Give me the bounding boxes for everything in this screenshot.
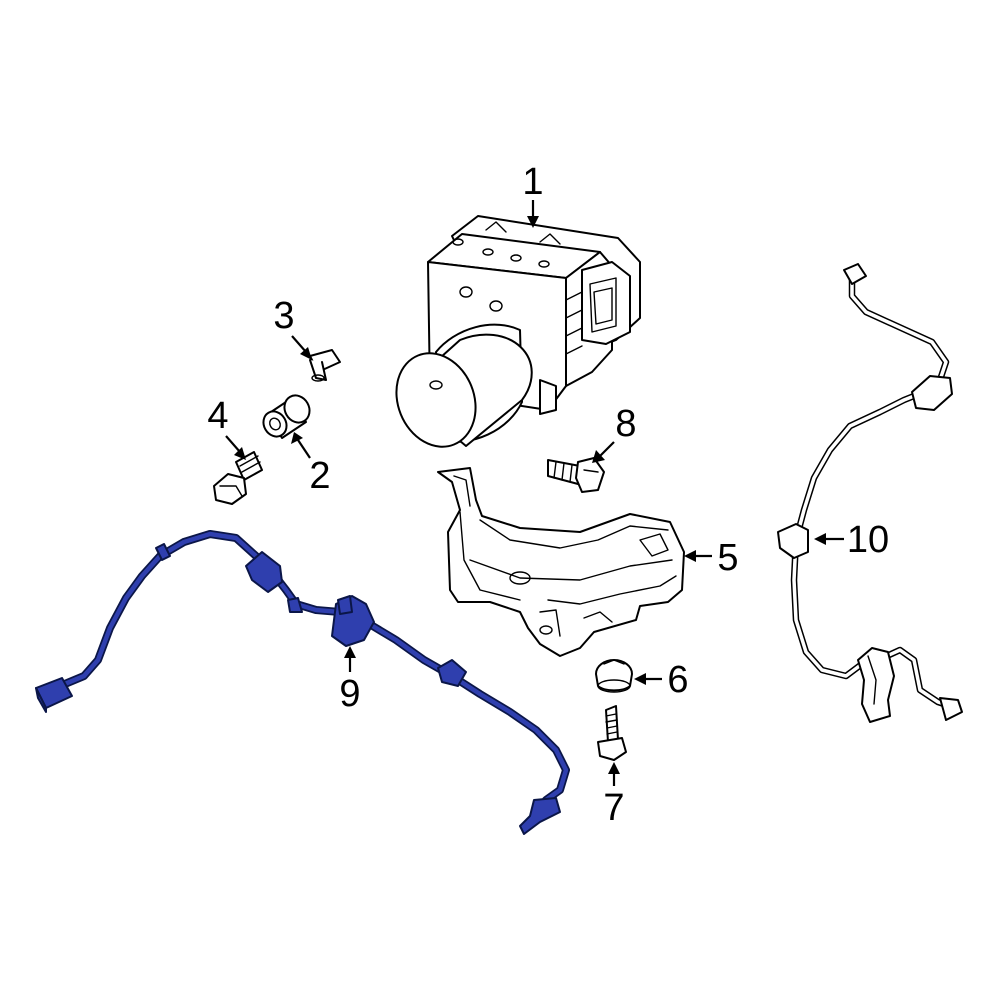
harness-grommet: [245, 551, 283, 593]
wheel-speed-sensor-harness-part-9[interactable]: [35, 530, 570, 835]
callout-label: 6: [667, 659, 688, 701]
cap-part-6[interactable]: [595, 659, 633, 693]
callout-label: 5: [717, 537, 738, 579]
callout-label: 3: [273, 295, 294, 337]
grommet-part-2[interactable]: [259, 391, 314, 441]
harness-clip-small: [287, 597, 303, 613]
callout-2: 2: [291, 432, 331, 497]
harness-clip: [155, 543, 171, 561]
bolt-part-8[interactable]: [547, 457, 605, 493]
callout-label: 4: [207, 395, 228, 437]
stud-bolt-part-7[interactable]: [597, 705, 627, 761]
sensor-head: [519, 797, 561, 835]
callout-8: 8: [592, 403, 637, 463]
callout-label: 9: [339, 673, 360, 715]
callout-1: 1: [522, 161, 544, 228]
harness-bracket-tab: [337, 595, 353, 615]
bolt-part-4[interactable]: [213, 451, 263, 505]
callout-5: 5: [684, 537, 739, 579]
callout-label: 1: [522, 161, 543, 203]
harness-clip-right: [437, 659, 467, 687]
callout-3: 3: [273, 295, 312, 360]
callout-9: 9: [339, 646, 361, 715]
mounting-bracket-part-5[interactable]: [437, 467, 685, 657]
callout-10: 10: [814, 519, 889, 561]
callout-label: 8: [615, 403, 636, 445]
callout-label: 7: [603, 787, 624, 829]
callout-label: 2: [309, 455, 330, 497]
wheel-speed-sensor-part-10[interactable]: [777, 263, 963, 723]
callout-label: 10: [847, 519, 889, 561]
screw-part-3[interactable]: [309, 349, 341, 382]
abs-modulator-unit[interactable]: [383, 215, 641, 459]
callout-4: 4: [207, 395, 246, 460]
callout-7: 7: [603, 762, 625, 829]
harness-connector-face: [35, 687, 47, 713]
callout-6: 6: [634, 659, 689, 701]
